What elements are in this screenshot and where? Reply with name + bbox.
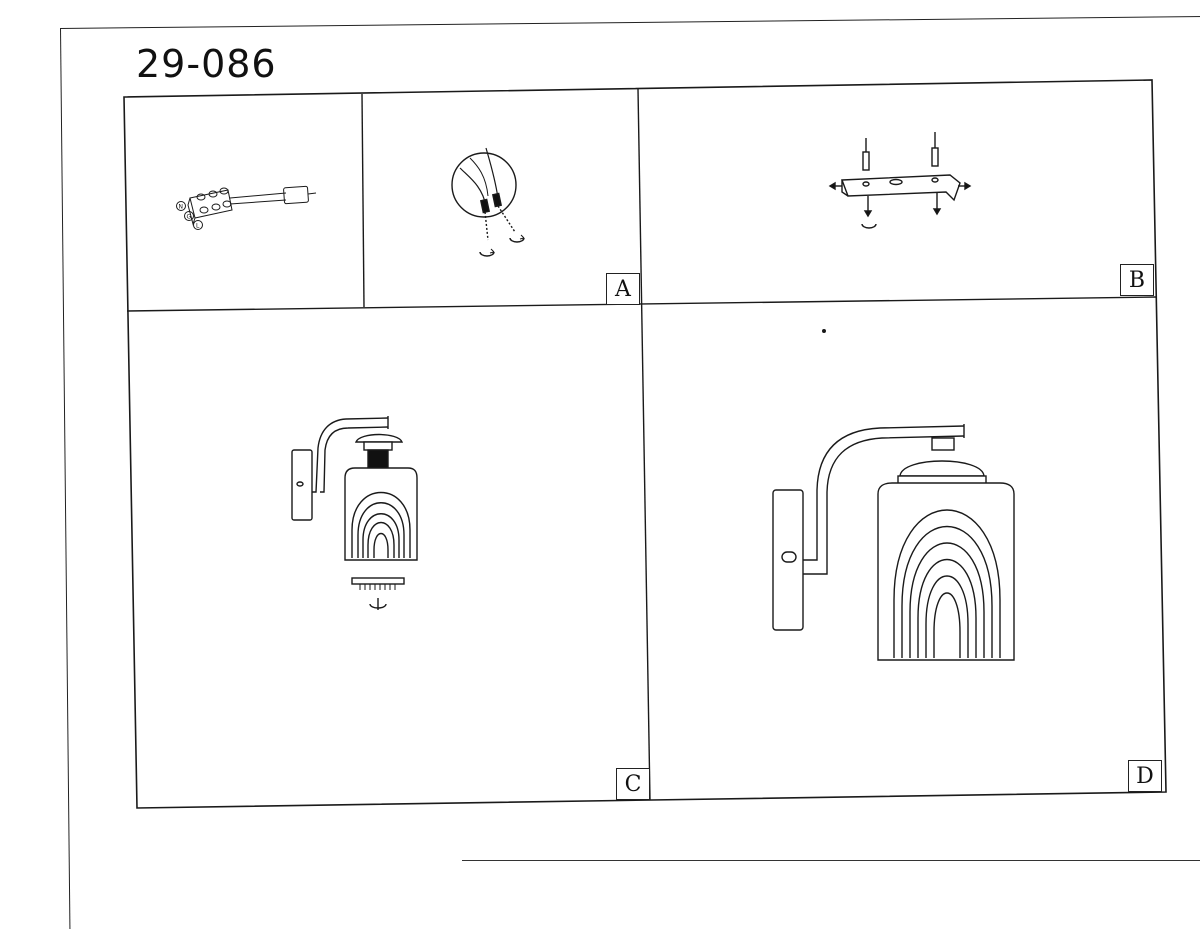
panel-label-b: B xyxy=(1120,264,1154,296)
panel-label-c: C xyxy=(616,768,650,800)
exploded-fixture-illustration xyxy=(291,416,418,610)
marking-l-circle xyxy=(193,220,203,230)
marking-g-circle xyxy=(184,211,194,221)
instruction-diagram: N G L xyxy=(123,79,1167,809)
page-bottom-edge xyxy=(462,860,1200,861)
panel-label-a: A xyxy=(606,273,640,305)
wire-connection-illustration xyxy=(451,147,525,257)
marking-n: N xyxy=(179,204,184,211)
panel-label-d: D xyxy=(1128,760,1162,792)
marking-g: G xyxy=(187,214,192,221)
document-code: 29-086 xyxy=(136,42,277,86)
panel-grid xyxy=(123,79,1167,809)
assembled-fixture-illustration xyxy=(772,329,1015,661)
terminal-block-illustration: N G L xyxy=(176,185,317,230)
mounting-bracket-illustration xyxy=(828,132,972,229)
rotate-arrow-icon xyxy=(479,251,495,257)
terminal-screws xyxy=(196,187,232,214)
marking-n-circle xyxy=(176,201,186,211)
marking-l: L xyxy=(196,223,200,230)
